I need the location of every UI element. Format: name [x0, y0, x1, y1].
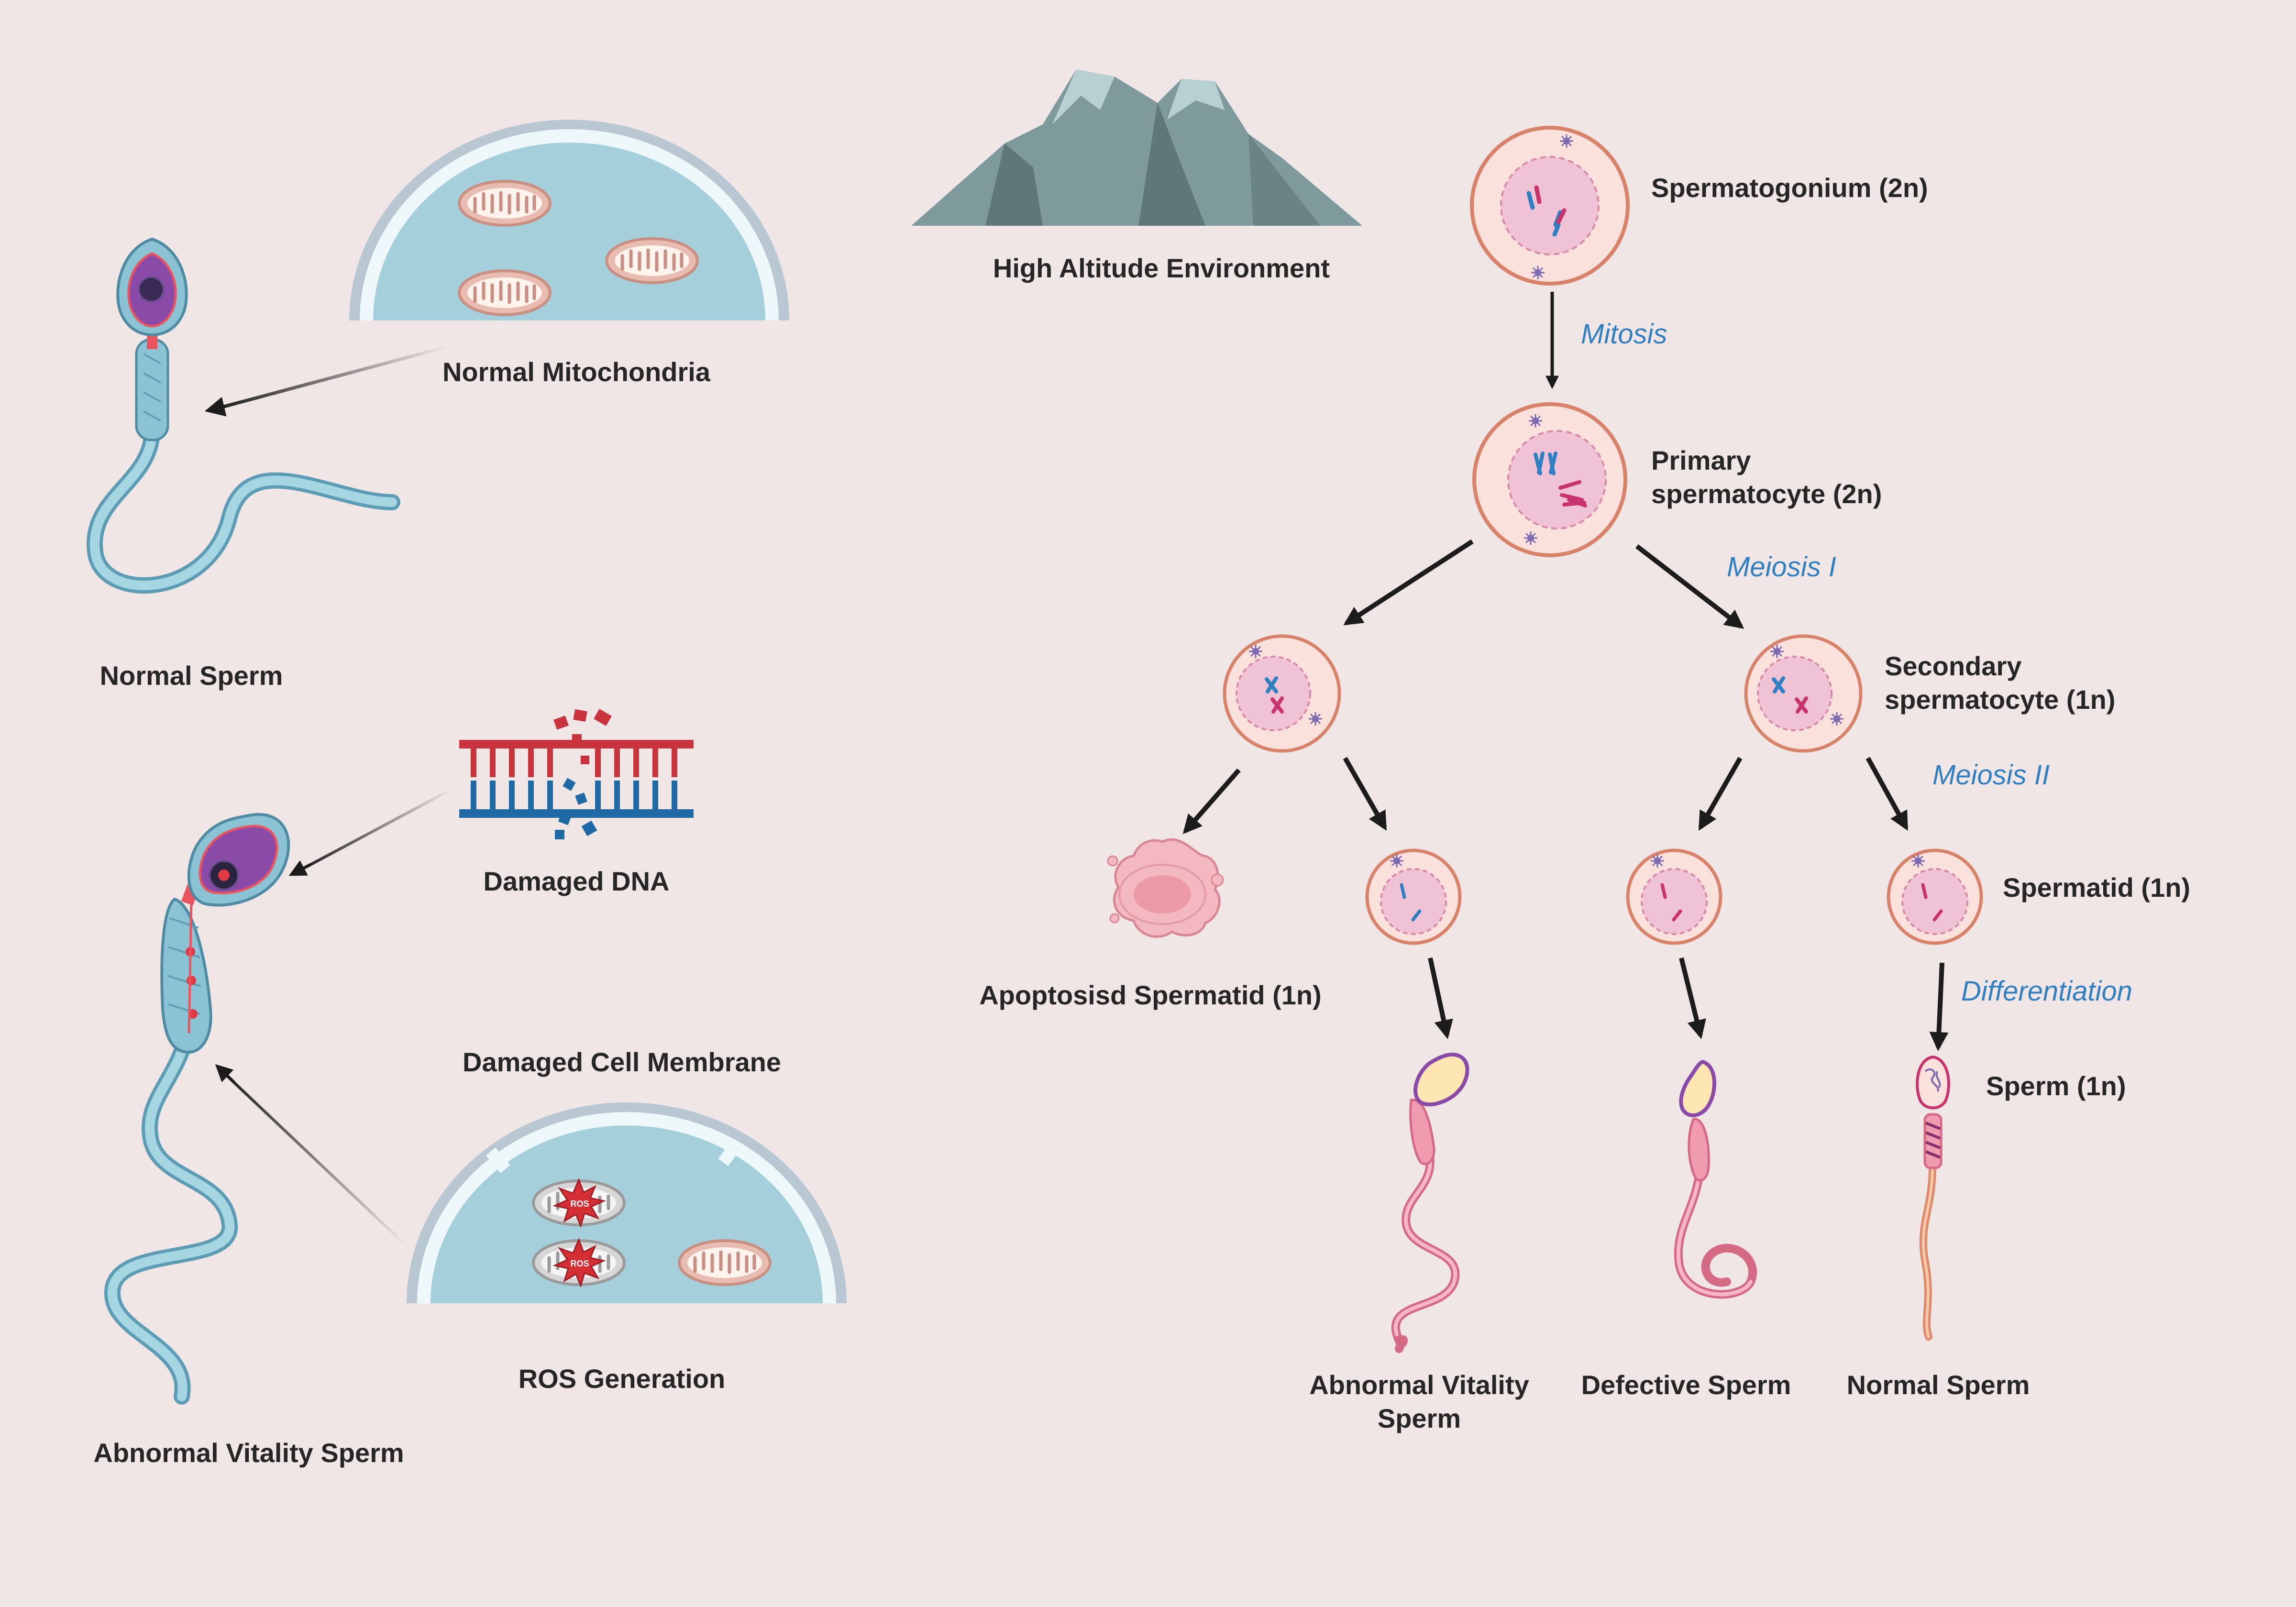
primary-line2: spermatocyte (2n) [1651, 479, 1882, 509]
secondary-line1: Secondary [1885, 651, 2021, 681]
outcome-abnormal-line1: Abnormal Vitality [1309, 1370, 1529, 1400]
mitochondrion-icon [607, 239, 697, 283]
outcome-normal-label: Normal Sperm [1847, 1370, 2030, 1400]
ros-mitochondria-dome: ROS ROS [407, 1102, 847, 1303]
mitochondrion-icon [459, 181, 550, 225]
normal-mitochondria-dome [349, 120, 789, 320]
damaged-dna-label: Damaged DNA [484, 866, 670, 896]
spermatogonium-cell [1470, 126, 1630, 286]
apoptosis-label: Apoptosisd Spermatid (1n) [979, 980, 1322, 1010]
spermatid-cell [1887, 848, 1983, 945]
differentiation-label: Differentiation [1961, 976, 2132, 1007]
mitochondrion-icon [679, 1241, 770, 1285]
meiosis2-label: Meiosis II [1932, 759, 2050, 791]
damaged-membrane-label: Damaged Cell Membrane [463, 1047, 781, 1077]
mitosis-label: Mitosis [1581, 319, 1667, 350]
meiosis1-label: Meiosis I [1727, 551, 1836, 583]
abnormal-vitality-sperm-icon [1391, 1052, 1469, 1353]
mitochondrion-icon [459, 271, 550, 315]
abnormal-sperm-illustration [104, 813, 290, 1405]
secondary-spermatocyte-left-cell [1223, 634, 1341, 753]
abnormal-sperm-label: Abnormal Vitality Sperm [93, 1438, 404, 1468]
normal-sperm-illustration [87, 237, 400, 594]
primary-line1: Primary [1651, 445, 1751, 475]
ros-generation-label: ROS Generation [519, 1364, 726, 1394]
damaged-dna-icon [459, 709, 694, 839]
spermatid-cell [1365, 848, 1462, 945]
spermatid-label: Spermatid (1n) [2003, 872, 2190, 903]
normal-sperm-output-icon [1916, 1055, 1950, 1341]
environment-label: High Altitude Environment [993, 253, 1330, 283]
defective-sperm-icon [1674, 1059, 1757, 1299]
secondary-spermatocyte-right-cell [1744, 634, 1863, 753]
secondary-line2: spermatocyte (1n) [1885, 684, 2115, 715]
sperm-1n-label: Sperm (1n) [1986, 1071, 2126, 1101]
apoptotic-spermatid-cell [1107, 838, 1224, 938]
outcome-defective-label: Defective Sperm [1581, 1370, 1791, 1400]
ros-tag: ROS [570, 1199, 589, 1209]
ros-tag: ROS [570, 1259, 589, 1268]
normal-sperm-label: Normal Sperm [100, 660, 283, 691]
outcome-abnormal-line2: Sperm [1378, 1403, 1461, 1433]
primary-spermatocyte-cell [1472, 402, 1627, 557]
spermatogonium-label: Spermatogonium (2n) [1651, 173, 1928, 203]
normal-mitochondria-label: Normal Mitochondria [442, 357, 711, 387]
mountain-icon [911, 69, 1362, 226]
spermatid-cell [1626, 848, 1722, 945]
